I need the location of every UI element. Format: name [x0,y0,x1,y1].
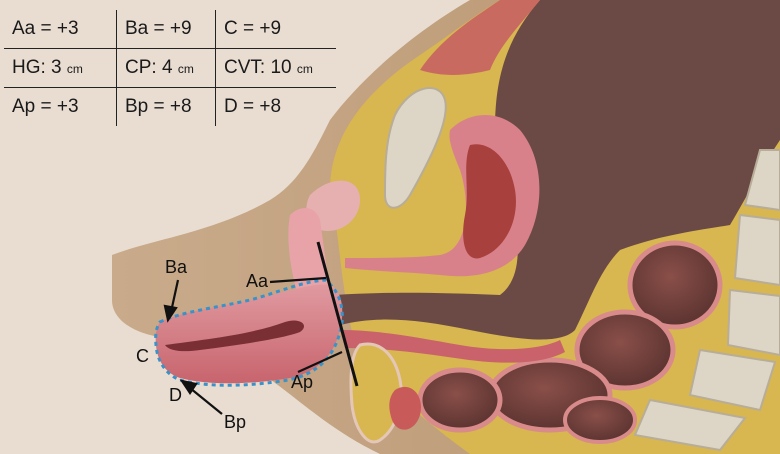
label-c: C [136,346,149,366]
cell-ba: Ba = +9 [116,10,216,49]
rectal-wall [340,330,565,363]
label-d: D [169,385,182,405]
uterus-cavity [463,144,516,259]
cell-bp: Bp = +8 [116,87,216,126]
table-row: Ap = +3 Bp = +8 D = +8 [4,87,336,126]
vaginal-vault [288,208,330,300]
cell-cp: CP: 4 cm [116,48,216,88]
bowel-loops [417,240,723,444]
bladder-neck [306,180,360,231]
aa-leader [269,276,327,284]
popq-measurement-grid: Aa = +3 Ba = +9 C = +9 HG: 3 cm CP: 4 cm… [4,10,336,126]
spine [633,149,780,452]
cell-cvt: CVT: 10 cm [215,48,336,88]
bp-arrowhead [179,379,198,395]
ba-arrowhead [163,304,178,323]
leader-lines [163,276,343,415]
label-bp: Bp [224,412,246,432]
abdominal-mass [335,0,780,340]
cell-ap: Ap = +3 [12,96,79,117]
hymen-line [316,241,359,387]
vaginal-canal [165,320,305,352]
ap-leader [297,350,343,374]
label-ba: Ba [165,257,188,277]
table-row: Aa = +3 Ba = +9 C = +9 [4,10,336,49]
cell-aa: Aa = +3 [4,10,117,49]
upper-muscle [420,0,540,75]
sphincter [389,386,421,430]
bp-arrow [189,387,223,415]
perineal-body [349,342,403,444]
pubic-bone [383,87,447,209]
cell-d: D = +8 [215,87,336,126]
label-aa: Aa [246,271,269,291]
table-row: HG: 3 cm CP: 4 cm CVT: 10 cm [4,48,336,88]
cell-c: C = +9 [215,10,336,49]
label-ap: Ap [291,372,313,392]
cell-hg: HG: 3 cm [4,48,117,88]
